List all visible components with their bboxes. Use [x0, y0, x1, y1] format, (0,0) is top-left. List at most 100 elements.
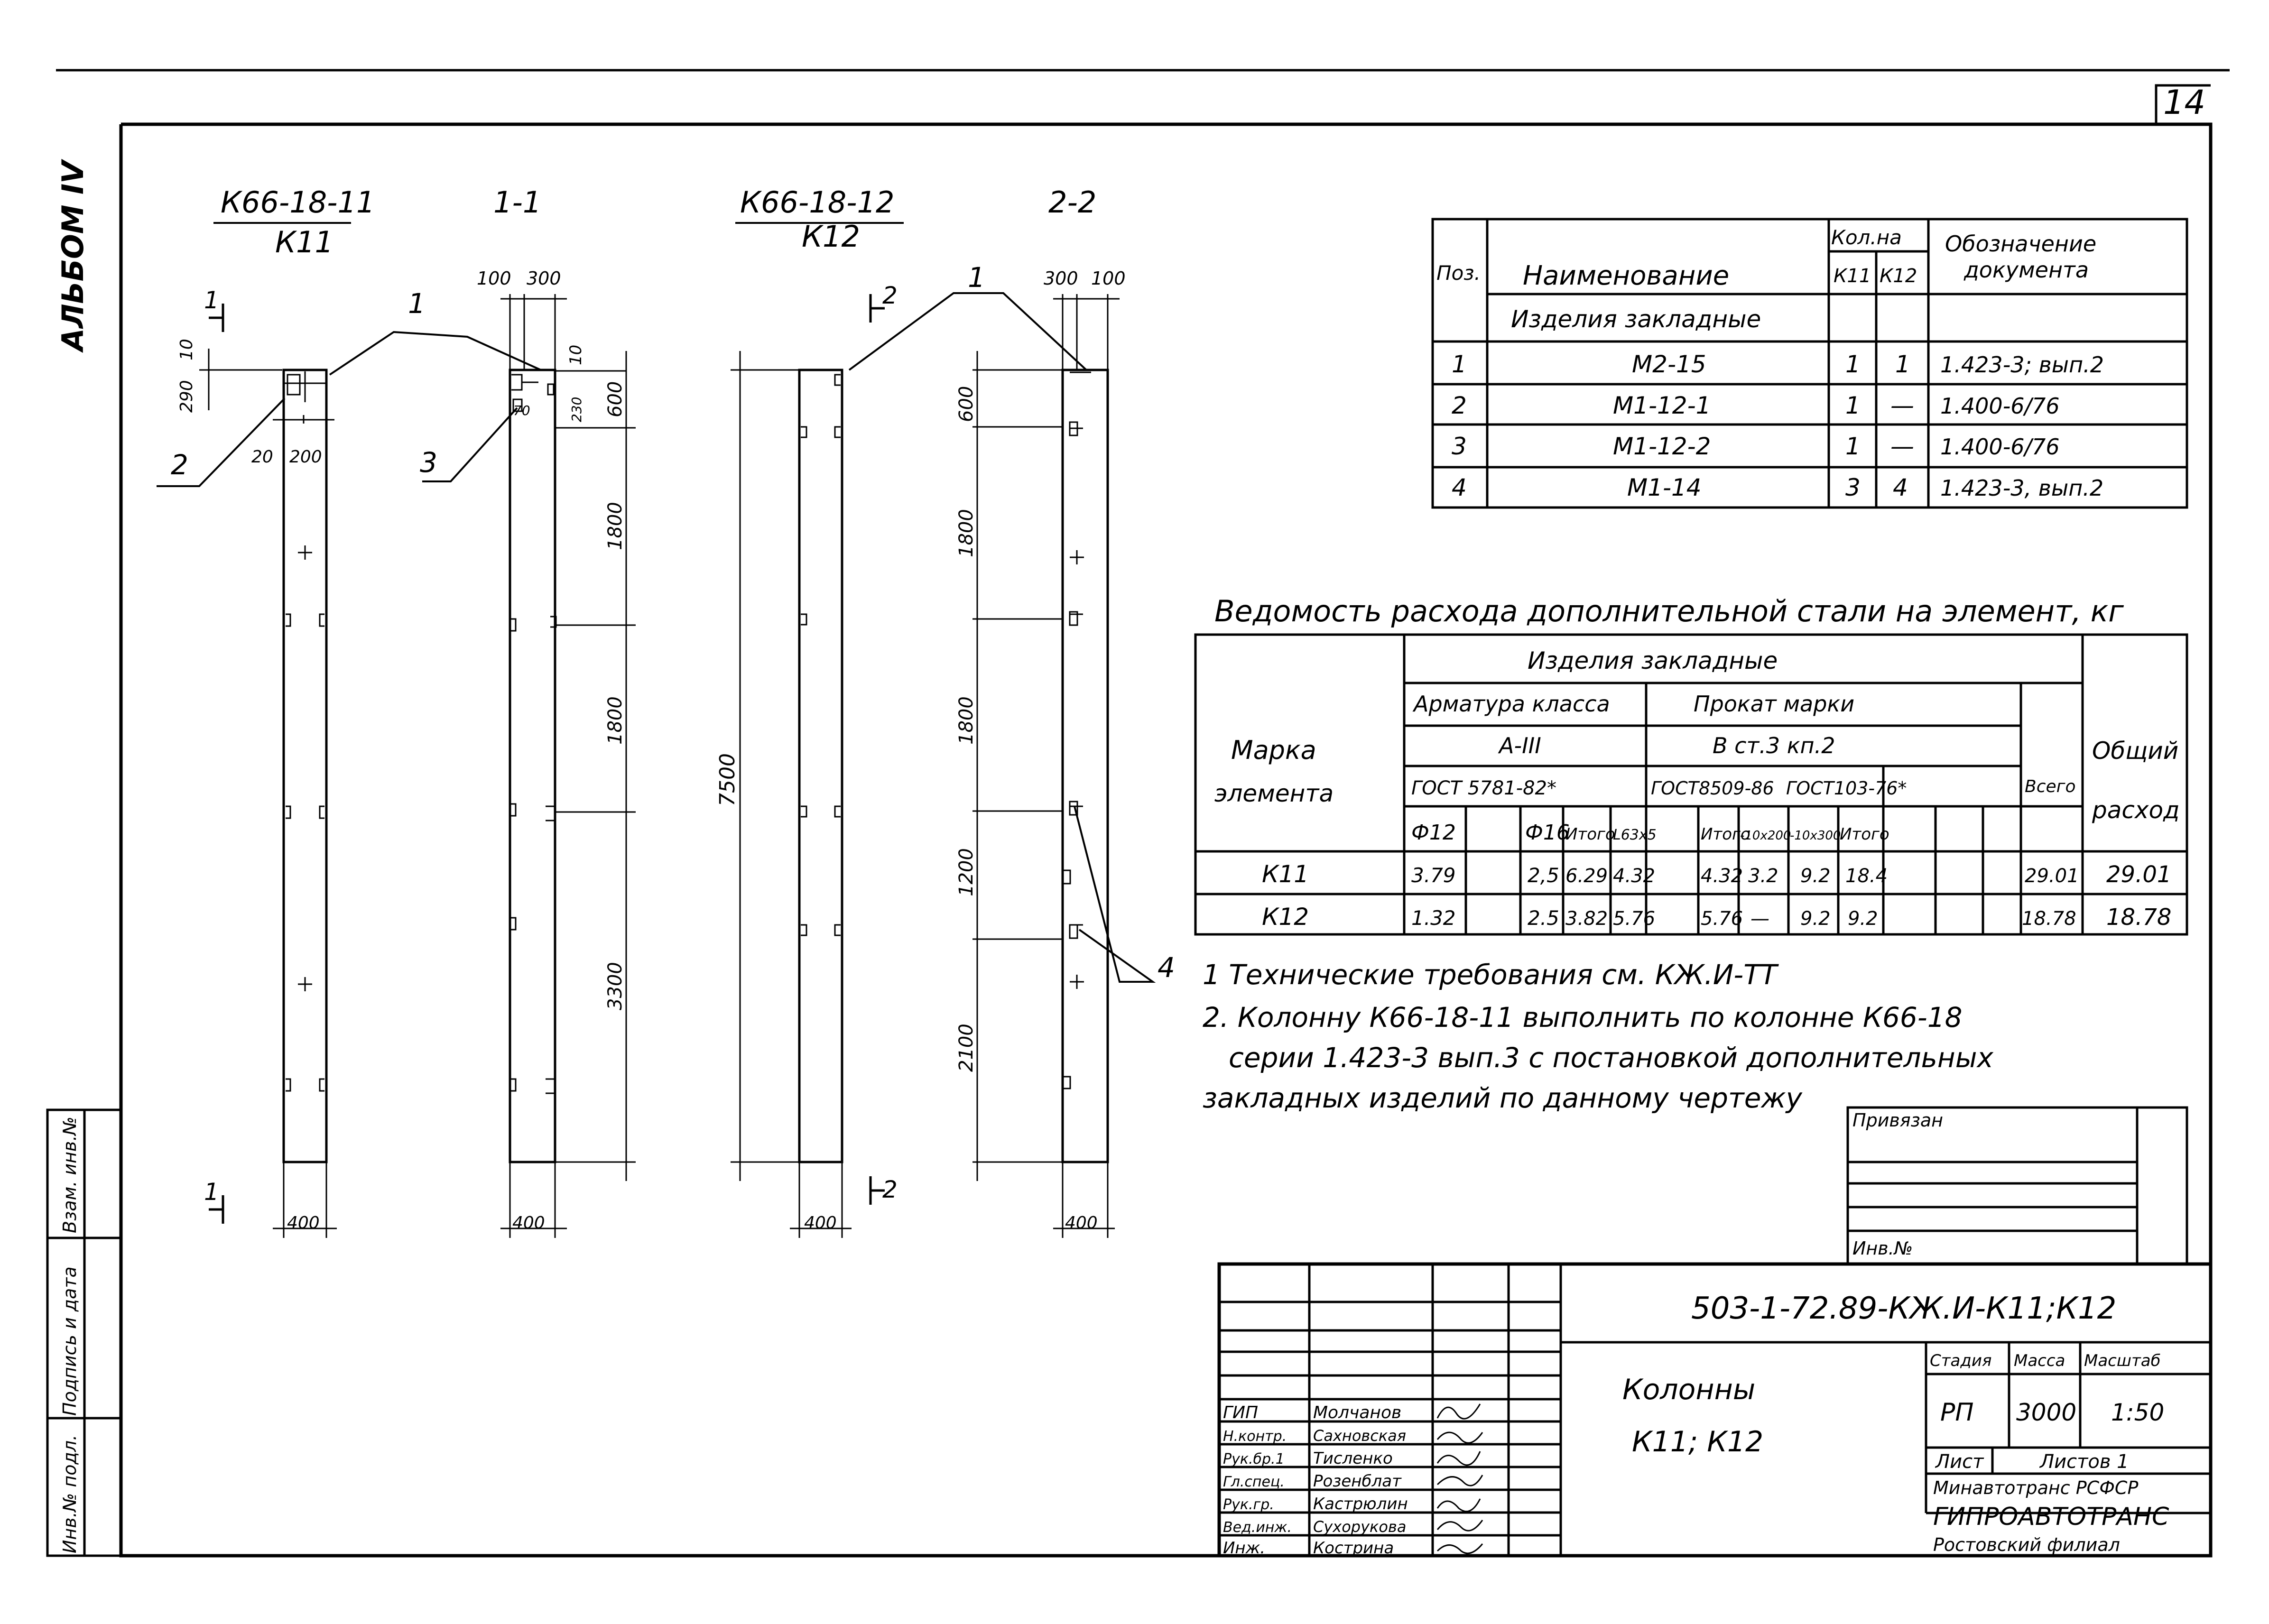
steel-row-k11: К11 3.79 2,5 6.29 4.32 4.32 3.2 9.2 18.4… [1262, 860, 2171, 888]
steel-col-l63: L63x5 [1613, 827, 1657, 843]
steel-h-gost1: ГОСТ 5781-82* [1411, 777, 1556, 799]
section-1-1: 1-1 [493, 185, 541, 220]
dim-k11-290: 290 [177, 380, 196, 413]
steel-k11-f12: 3.79 [1411, 864, 1456, 887]
spec-doc-4: 1.423-3, вып.2 [1940, 475, 2103, 501]
callout-1-k11: 1 [408, 287, 426, 320]
steel-h-total2: расход [2092, 796, 2180, 824]
spec-pos-2: 2 [1452, 392, 1467, 419]
margin-podpis: Подпись и дата [59, 1266, 80, 1416]
person-role-2: Рук.бр.1 [1223, 1451, 1285, 1467]
spec-k11-4: 3 [1845, 474, 1861, 501]
person-role-4: Рук.гр. [1223, 1496, 1274, 1513]
steel-mark-k11: К11 [1262, 860, 1309, 888]
section-2-2: 2-2 [1048, 185, 1096, 220]
k12-sub: К12 [802, 219, 860, 254]
stamp-sheets: Листов 1 [2039, 1451, 2129, 1473]
spec-k11-2: 1 [1845, 392, 1861, 419]
spec-h-qty: Кол.на [1831, 226, 1902, 249]
steel-col-itogo-2: Итого [1701, 825, 1750, 844]
spec-group: Изделия закладные [1511, 305, 1761, 333]
k11-section-1-1 [500, 294, 636, 1238]
spec-h-k12: К12 [1880, 265, 1917, 287]
stamp-scale: 1:50 [2111, 1399, 2164, 1426]
steel-col-itogo-3: Итого [1840, 825, 1889, 844]
k12-section-2-2 [972, 294, 1120, 1238]
stamp-h-mass: Масса [2014, 1351, 2065, 1370]
dim-s22-1800b: 1800 [955, 696, 977, 745]
spec-k12-3: — [1890, 433, 1914, 460]
steel-col-f12: Ф12 [1411, 821, 1456, 845]
steel-k12-itogo3: 9.2 [1848, 908, 1878, 930]
margin-inv-podl: Инв.№ подл. [59, 1435, 80, 1553]
steel-k12-f12: 1.32 [1411, 906, 1456, 930]
steel-k11-itogo1: 6.29 [1565, 865, 1608, 887]
person-name-3: Розенблат [1313, 1472, 1402, 1491]
dim-s11-10: 10 [566, 345, 585, 365]
spec-h-k11: К11 [1834, 265, 1871, 287]
dim-s22-1200: 1200 [955, 848, 977, 896]
spec-k12-4: 4 [1893, 474, 1908, 501]
spec-h-pos: Поз. [1436, 261, 1481, 285]
dim-s22-100: 100 [1091, 268, 1126, 289]
steel-h-gost2: ГОСТ8509-86 [1651, 778, 1774, 799]
dim-s22-400: 400 [1065, 1213, 1098, 1233]
spec-pos-1: 1 [1452, 351, 1467, 378]
steel-k11-10x200: 3.2 [1748, 865, 1778, 887]
dim-k11-10: 10 [177, 339, 196, 360]
stamp-h-stage: Стадия [1930, 1351, 1991, 1370]
spec-name-1: М2-15 [1632, 351, 1706, 378]
dim-s11-100: 100 [477, 268, 511, 289]
spec-doc-2: 1.400-6/76 [1940, 393, 2060, 419]
spec-pos-4: 4 [1452, 474, 1467, 501]
spec-k12-2: — [1890, 392, 1914, 419]
dim-s11-3300: 3300 [604, 962, 626, 1010]
person-name-4: Кастрюлин [1313, 1495, 1408, 1513]
dim-k11-20: 20 [251, 447, 273, 467]
k11-mark: К66-18-11 [221, 185, 375, 220]
steel-title: Ведомость расхода дополнительной стали н… [1214, 594, 2124, 628]
cut-markers [209, 294, 885, 1224]
dim-k11-200: 200 [289, 447, 322, 467]
spec-name-3: М1-12-2 [1613, 433, 1711, 460]
main-stamp [1217, 1262, 2213, 1558]
sheet-frame [119, 122, 2213, 1558]
person-role-5: Вед.инж. [1223, 1519, 1292, 1536]
steel-h-vsego: Всего [2025, 777, 2076, 796]
margin-vzam: Взам. инв.№ [59, 1116, 80, 1233]
steel-h-marka1: Марка [1231, 735, 1316, 765]
steel-k12-10x300: 9.2 [1800, 908, 1831, 930]
dim-s11-230: 230 [569, 397, 584, 422]
steel-k11-f16: 2,5 [1528, 864, 1559, 887]
steel-h-total1: Общий [2092, 737, 2178, 765]
person-name-6: Кострина [1313, 1539, 1394, 1558]
stamp-mass: 3000 [2016, 1399, 2076, 1426]
steel-col-f16: Ф16 [1525, 821, 1570, 845]
callout-4: 4 [1158, 951, 1175, 984]
person-name-0: Молчанов [1313, 1403, 1401, 1422]
steel-h-gost3: ГОСТ103-76* [1786, 778, 1907, 799]
album-label: АЛЬБОМ IV [56, 158, 90, 353]
dim-s11-70: 70 [513, 403, 530, 418]
page-number: 14 [2163, 83, 2205, 122]
steel-k12-total: 18.78 [2106, 904, 2171, 931]
spec-doc-1: 1.423-3; вып.2 [1940, 352, 2104, 378]
steel-k11-itogo3: 18.4 [1845, 865, 1888, 887]
dim-k12-7500: 7500 [715, 753, 740, 806]
dim-s11-600: 600 [604, 381, 626, 417]
k11-facade [199, 349, 337, 1238]
k11-sub: К11 [275, 225, 333, 259]
steel-table [1194, 633, 2188, 936]
stamp-code: 503-1-72.89-КЖ.И-К11;К12 [1691, 1291, 2116, 1326]
privyazan-label: Привязан [1852, 1110, 1943, 1131]
steel-k11-l63: 4.32 [1613, 865, 1655, 887]
inv-label: Инв.№ [1852, 1238, 1913, 1259]
spec-pos-3: 3 [1452, 433, 1467, 460]
page-number-box [2155, 84, 2211, 124]
spec-name-2: М1-12-1 [1613, 392, 1711, 419]
k12-mark: К66-18-12 [740, 185, 894, 220]
steel-k12-f16: 2.5 [1528, 906, 1559, 930]
steel-h-vst: В ст.3 кп.2 [1713, 733, 1835, 758]
person-role-0: ГИП [1223, 1403, 1258, 1422]
spec-k11-3: 1 [1845, 433, 1861, 460]
